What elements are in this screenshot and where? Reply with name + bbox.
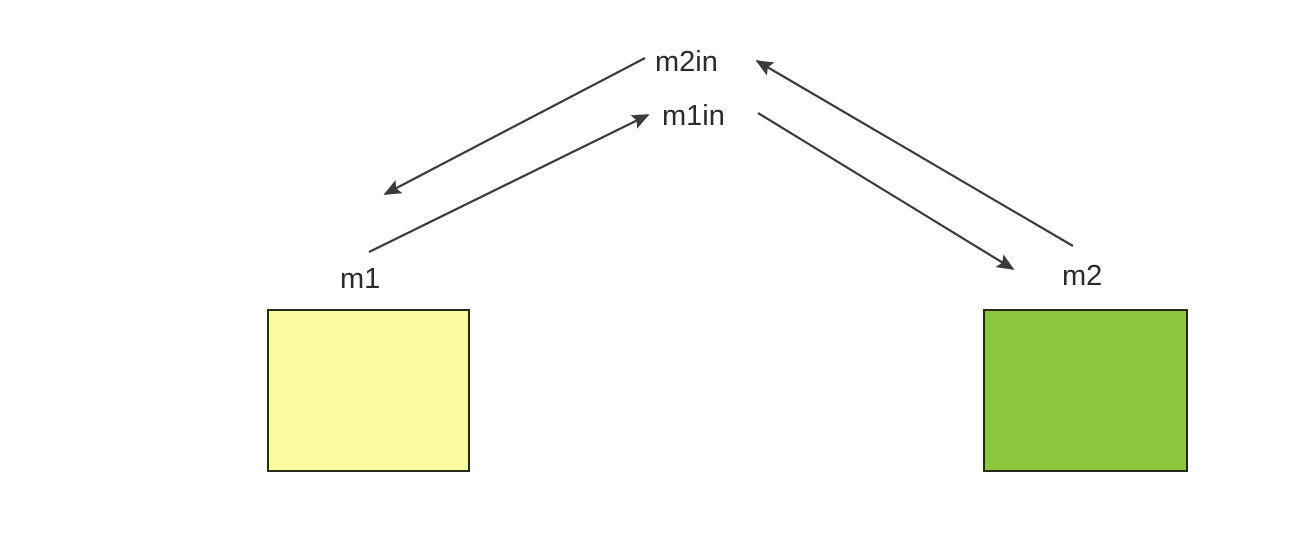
arrow-m1in-to-m2 [757,112,1015,270]
node-label-m2: m2 [1062,260,1103,292]
node-box-m2[interactable] [983,309,1188,472]
arrow-m1-to-m1in [368,114,650,253]
arrow-m2in-to-m1 [383,57,646,195]
node-box-m1[interactable] [267,309,470,472]
node-label-m1: m1 [340,263,381,295]
arrow-m2-to-m2in [755,60,1074,247]
port-label-m2in: m2in [655,46,718,78]
port-label-m1in: m1in [662,100,725,132]
